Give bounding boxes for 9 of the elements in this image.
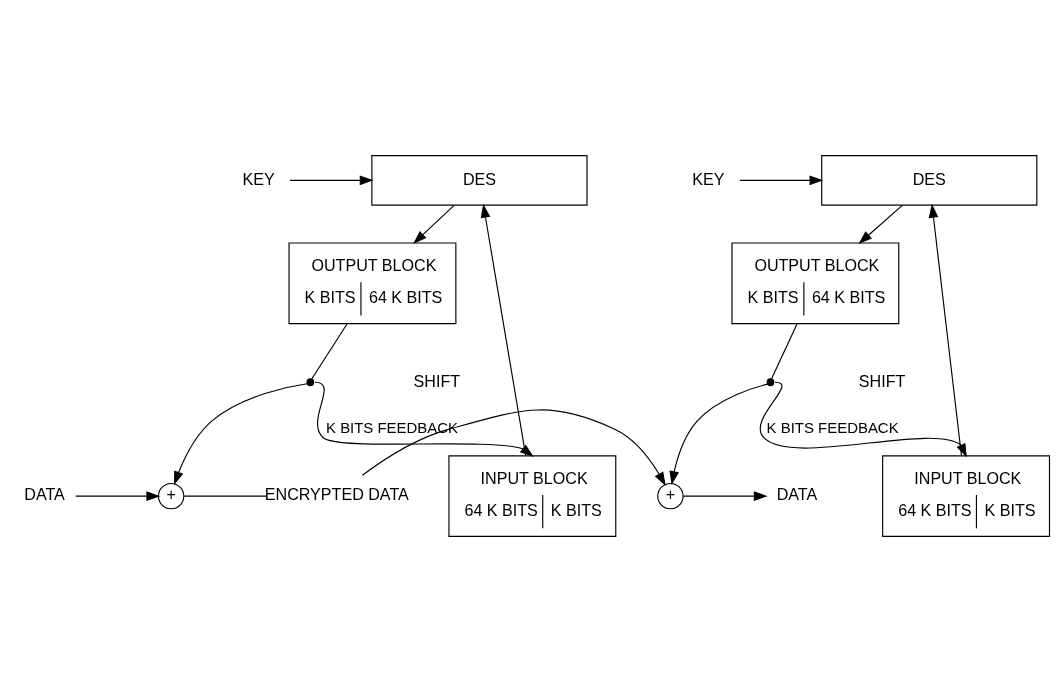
edge-label: K BITS FEEDBACK	[766, 419, 899, 437]
node-text: KEY	[242, 169, 275, 188]
node-text: DATA	[776, 485, 818, 504]
label: SHIFT	[858, 371, 906, 390]
label: SHIFT	[413, 371, 461, 390]
node-text: KEY	[692, 169, 725, 188]
node-text: ENCRYPTED DATA	[264, 485, 409, 504]
edge-label: K BITS FEEDBACK	[326, 419, 458, 437]
node-text: DATA	[24, 485, 65, 504]
